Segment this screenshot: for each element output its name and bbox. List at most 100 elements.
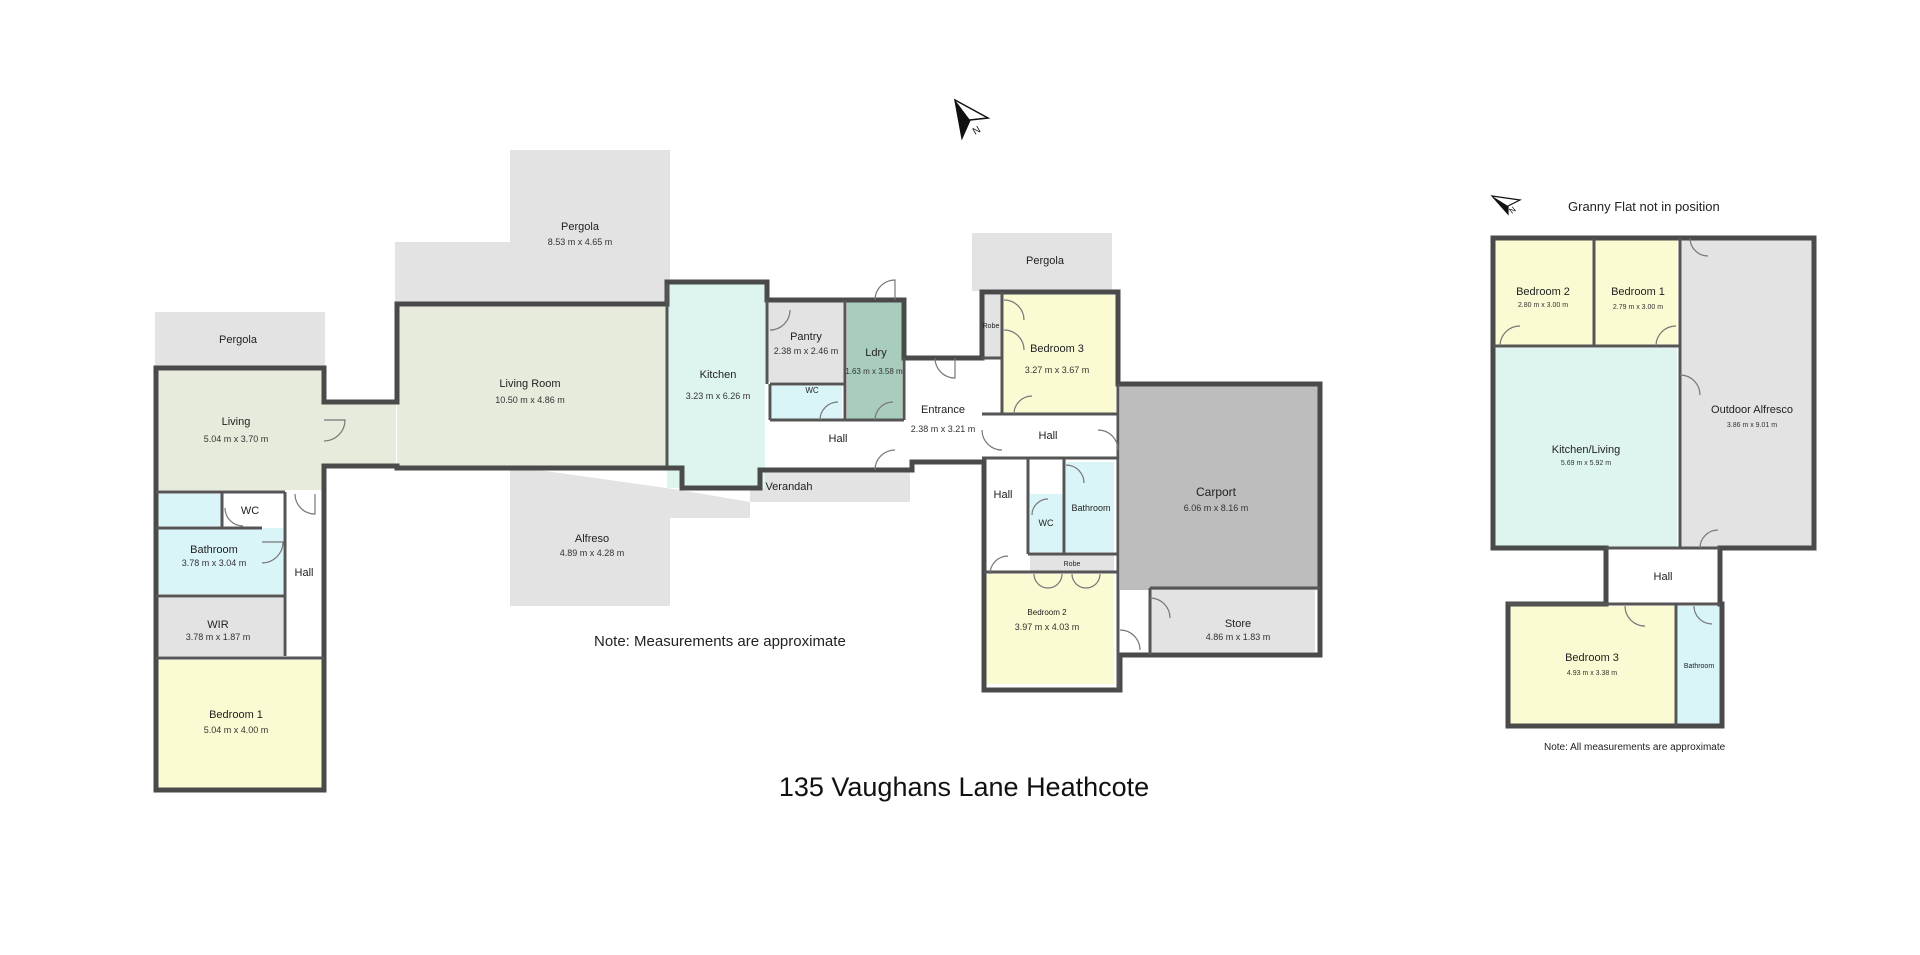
door-arc — [261, 541, 284, 564]
door-arc — [1031, 498, 1049, 516]
room-dim: 3.86 m x 9.01 m — [1727, 422, 1777, 429]
door-arc — [1033, 573, 1063, 589]
room-label: Store — [1225, 618, 1251, 630]
door-arc — [934, 357, 956, 379]
room-dim: 4.93 m x 3.38 m — [1567, 670, 1617, 677]
room-label: Hall — [994, 489, 1013, 501]
room-dim: 5.04 m x 3.70 m — [204, 434, 269, 444]
wc-east-fill — [1030, 494, 1064, 552]
room-label: Bedroom 2 — [1027, 608, 1067, 617]
room-dim: 10.50 m x 4.86 m — [495, 395, 565, 405]
carport-fill — [1120, 385, 1318, 590]
gf-bedroom1-fill — [1595, 240, 1677, 346]
bedroom3-fill — [1004, 295, 1116, 413]
pergola-west — [155, 312, 325, 366]
door-arc — [1679, 374, 1701, 396]
room-label: Robe — [983, 323, 1000, 330]
robe1-fill — [982, 295, 1002, 357]
connector-fill — [322, 402, 396, 464]
door-arc — [989, 555, 1009, 575]
door-arc — [294, 493, 316, 515]
room-label: Bathroom — [190, 544, 238, 556]
bedroom1-fill — [157, 660, 322, 788]
room-dim: 5.04 m x 4.00 m — [204, 725, 269, 735]
room-label: Bedroom 3 — [1030, 343, 1084, 355]
room-label: WIR — [207, 619, 228, 631]
granny-measurement-note: Note: All measurements are approximate — [1544, 742, 1726, 753]
door-swings — [224, 237, 1719, 651]
granny-flat-heading: Granny Flat not in position — [1568, 199, 1720, 214]
ldry-fill — [847, 302, 902, 420]
room-label: Living Room — [499, 378, 560, 390]
pantry-fill — [767, 302, 845, 382]
door-arc — [1499, 325, 1521, 347]
door-arc — [1624, 605, 1646, 627]
room-label: Hall — [829, 433, 848, 445]
room-label: Bedroom 3 — [1565, 652, 1619, 664]
pergola-main — [395, 150, 670, 304]
room-label: Pergola — [219, 334, 258, 346]
mid-internal-walls — [665, 284, 906, 466]
kitchen-fill — [667, 284, 765, 488]
alfreso-area — [510, 466, 750, 606]
east-internal-walls — [982, 292, 1320, 690]
room-dim: 4.86 m x 1.83 m — [1206, 632, 1271, 642]
room-label: Kitchen/Living — [1552, 444, 1621, 456]
outdoor-areas — [155, 150, 1812, 652]
measurement-note: Note: Measurements are approximate — [594, 633, 846, 650]
room-label: Robe — [1064, 561, 1081, 568]
door-arc — [1013, 395, 1033, 415]
room-label: WC — [241, 505, 259, 517]
compass-main-label: N — [971, 124, 983, 137]
room-label: Verandah — [765, 481, 812, 493]
room-label: Outdoor Alfresco — [1711, 404, 1793, 416]
door-arc — [1097, 429, 1119, 451]
room-fills — [157, 240, 1720, 788]
door-arc — [769, 309, 791, 331]
room-label: WC — [1039, 518, 1054, 528]
room-label: Pergola — [1026, 255, 1065, 267]
room-dim: 5.69 m x 5.92 m — [1561, 460, 1611, 467]
room-dim: 6.06 m x 8.16 m — [1184, 503, 1249, 513]
door-arc — [1689, 237, 1709, 257]
room-label: Alfreso — [575, 533, 609, 545]
room-label: Bedroom 2 — [1516, 286, 1570, 298]
room-dim: 3.78 m x 1.87 m — [186, 632, 251, 642]
room-dim: 2.38 m x 2.46 m — [774, 346, 839, 356]
room-label: Bathroom — [1684, 663, 1715, 670]
room-label: Entrance — [921, 404, 965, 416]
room-label: Living — [222, 416, 251, 428]
door-arc — [1655, 325, 1677, 347]
door-arc — [1071, 573, 1101, 589]
room-label: Hall — [1039, 430, 1058, 442]
door-arc — [1003, 329, 1025, 351]
living-room-fill — [397, 306, 667, 466]
bedroom2-fill — [985, 574, 1114, 684]
compass-main: N — [953, 98, 991, 141]
room-label: Hall — [295, 567, 314, 579]
room-label: Kitchen — [700, 369, 737, 381]
door-arc — [1149, 597, 1171, 619]
wc-west-fill — [157, 494, 221, 526]
door-arc — [1693, 605, 1713, 625]
gf-bedroom3-fill — [1510, 606, 1676, 724]
bathroom-west-fill — [157, 528, 283, 594]
room-dim: 3.27 m x 3.67 m — [1025, 365, 1090, 375]
room-label: WC — [805, 386, 819, 395]
room-label: Bedroom 1 — [1611, 286, 1665, 298]
room-label: Pantry — [790, 331, 822, 343]
door-arc — [1699, 529, 1719, 549]
room-dim: 2.80 m x 3.00 m — [1518, 302, 1568, 309]
pergola-east — [972, 233, 1112, 291]
west-internal-walls — [156, 490, 324, 660]
room-dim: 2.79 m x 3.00 m — [1613, 304, 1663, 311]
room-dim: 3.97 m x 4.03 m — [1015, 622, 1080, 632]
compass-granny-label: N — [1508, 205, 1518, 216]
living-fill — [157, 368, 322, 490]
door-arc — [819, 401, 839, 421]
verandah-area — [750, 468, 910, 502]
gf-kitchen-fill — [1495, 348, 1677, 548]
door-arc — [981, 429, 1003, 451]
room-label: Hall — [1654, 571, 1673, 583]
